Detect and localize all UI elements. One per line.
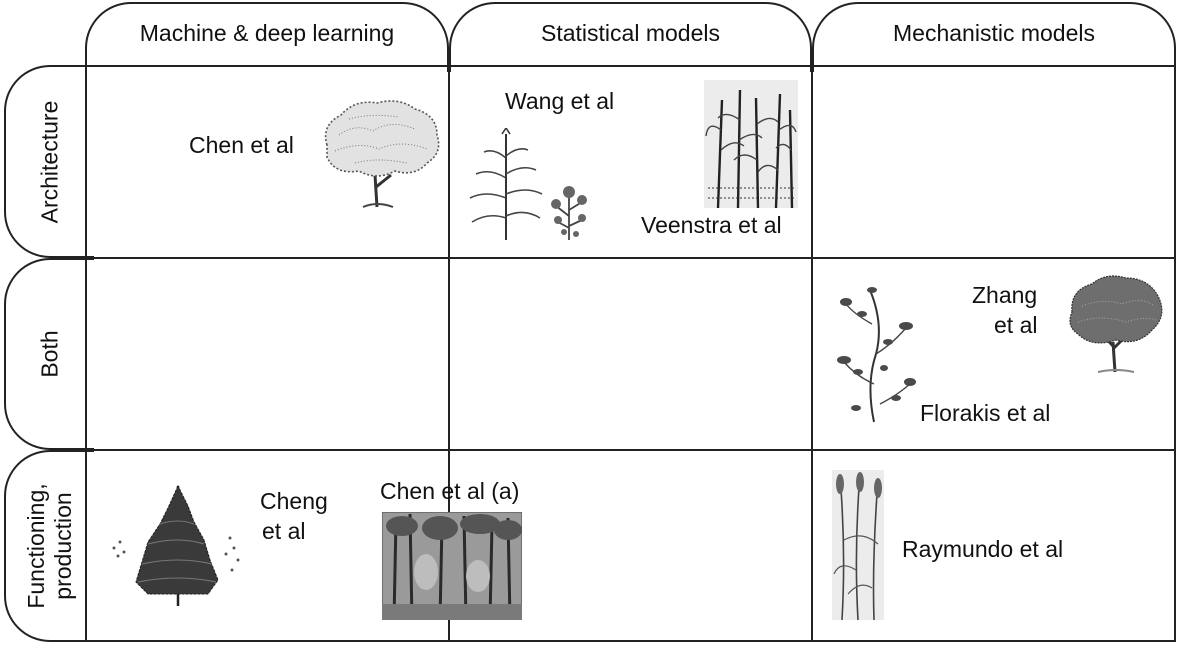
entry-raymundo-et-al: Raymundo et al <box>902 536 1064 562</box>
column-header-label: Statistical models <box>541 20 720 46</box>
entry-florakis-et-al: Florakis et al <box>920 400 1051 426</box>
column-header-machine-learning: Machine & deep learning <box>85 2 449 72</box>
row-header-both: Both <box>4 258 94 450</box>
entry-chen-et-al-a: Chen et al (a) <box>380 478 520 504</box>
column-header-label: Machine & deep learning <box>139 20 395 46</box>
entry-cheng-et-al: Cheng et al <box>260 486 328 546</box>
entry-wang-et-al: Wang et al <box>505 88 615 114</box>
maize-plant-icon <box>469 128 543 240</box>
row-header-label: Both <box>36 330 63 378</box>
wheat-plant-icon <box>832 470 884 620</box>
row-header-line: production <box>50 492 76 600</box>
entry-text-line: et al <box>262 518 306 544</box>
row-header-architecture: Architecture <box>4 65 94 258</box>
row-header-line: Functioning, <box>23 483 49 609</box>
row-header-functioning: Functioning, production <box>4 450 94 642</box>
entry-zhang-et-al: Zhang et al <box>972 280 1037 340</box>
entry-text-line: Cheng <box>260 488 328 514</box>
row-header-label: Functioning, production <box>23 483 77 608</box>
column-header-mechanistic-models: Mechanistic models <box>812 2 1176 72</box>
conifer-tree-icon <box>112 484 240 606</box>
column-header-label: Mechanistic models <box>893 20 1095 46</box>
forest-scene-icon <box>382 512 522 620</box>
round-tree-icon <box>1069 275 1163 373</box>
column-header-statistical-models: Statistical models <box>449 2 812 72</box>
broadleaf-tree-icon <box>324 100 440 208</box>
maize-field-icon <box>704 80 798 208</box>
climbing-plant-icon <box>837 287 916 423</box>
row-header-label: Architecture <box>36 100 63 223</box>
entry-text-line: Zhang <box>972 282 1038 308</box>
entry-text-line: et al <box>994 312 1038 338</box>
entry-veenstra-et-al: Veenstra et al <box>641 212 782 238</box>
entry-chen-et-al: Chen et al <box>189 132 294 158</box>
small-shrub-icon <box>551 186 587 240</box>
